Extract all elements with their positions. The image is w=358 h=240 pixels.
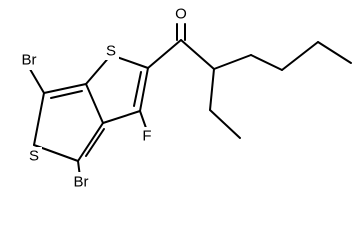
bond-carbonyl-ch bbox=[180, 39, 215, 70]
atom-bromine-bottom: Br bbox=[74, 174, 89, 191]
bond-c6a-c6-double bbox=[50, 90, 83, 99]
bond-c4-c3a bbox=[77, 122, 104, 162]
atom-oxygen: O bbox=[175, 6, 187, 23]
bond-c6a-c6 bbox=[43, 83, 87, 94]
bonds bbox=[26, 23, 352, 178]
bond-c4-c3a-double bbox=[85, 128, 105, 157]
bond-c3a-c6a bbox=[85, 83, 104, 124]
bond-ch-ethyl-1 bbox=[209, 68, 215, 111]
bond-c2-carbonyl bbox=[147, 39, 182, 69]
atom-labels: Br Br S S F O bbox=[17, 5, 189, 192]
bond-butyl-2-3 bbox=[281, 41, 319, 71]
bond-ethyl-1-2 bbox=[209, 109, 241, 139]
atom-sulfur-left-ring: S bbox=[29, 148, 39, 165]
bond-c6-s-left bbox=[33, 92, 45, 146]
atom-fluorine: F bbox=[142, 128, 151, 145]
atom-sulfur-right-ring: S bbox=[106, 43, 116, 60]
bond-c2-c3-double bbox=[133, 71, 142, 107]
bond-c2-c3 bbox=[139, 67, 149, 112]
bond-ch-butyl-1 bbox=[213, 54, 252, 70]
bond-butyl-3-4 bbox=[317, 41, 352, 64]
bond-butyl-1-2 bbox=[250, 54, 283, 71]
bond-c3-f bbox=[139, 110, 147, 129]
bond-c3-c3a bbox=[102, 110, 141, 124]
atom-bromine-top: Br bbox=[22, 52, 37, 69]
chemical-structure: Br Br S S F O bbox=[17, 5, 352, 192]
